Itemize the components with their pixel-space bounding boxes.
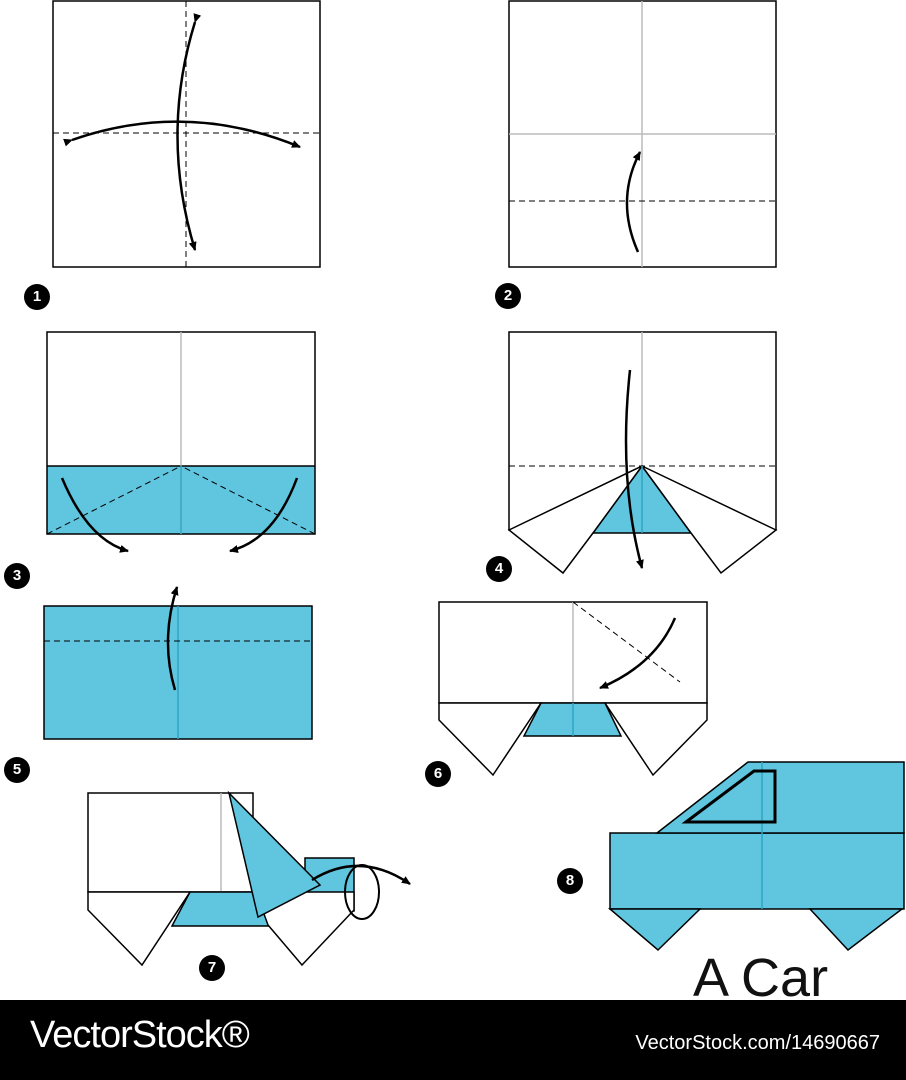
fold-arrow-turn-over [311,864,411,886]
step-1-diagram [52,0,321,268]
step-number-1: 1 [24,284,50,310]
step-3-diagram [46,331,316,553]
step-number-4: 4 [486,556,512,582]
step-7-diagram [87,790,411,967]
fold-arrow-left-corner [60,477,129,553]
step-2-diagram [508,0,777,268]
fold-arrow-vertical [176,13,202,251]
step-number-6: 6 [425,761,451,787]
fold-arrow-down [624,369,644,569]
step-number-2: 2 [495,283,521,309]
step-4-diagram [507,331,778,575]
fold-arrow-corner-down [599,617,677,690]
footer-image-id: VectorStock.com/14690667 [635,1032,880,1054]
origami-diagram [43,0,905,967]
footer-logo: VectorStock® [30,1014,250,1056]
fold-arrow-up [625,151,642,253]
step-number-8: 8 [557,868,583,894]
fold-arrow-horizontal [63,120,301,149]
diagram-title: A Car [693,948,829,1008]
watermark-footer: VectorStock® VectorStock.com/14690667 [0,1000,906,1080]
fold-arrow-right-corner [229,477,299,553]
step-number-3: 3 [4,563,30,589]
step-number-7: 7 [199,955,225,981]
fold-arrow-up-back [166,586,179,691]
step-6-diagram [438,601,708,777]
step-number-5: 5 [4,757,30,783]
step-8-car [607,761,905,952]
step-5-diagram [43,586,313,740]
